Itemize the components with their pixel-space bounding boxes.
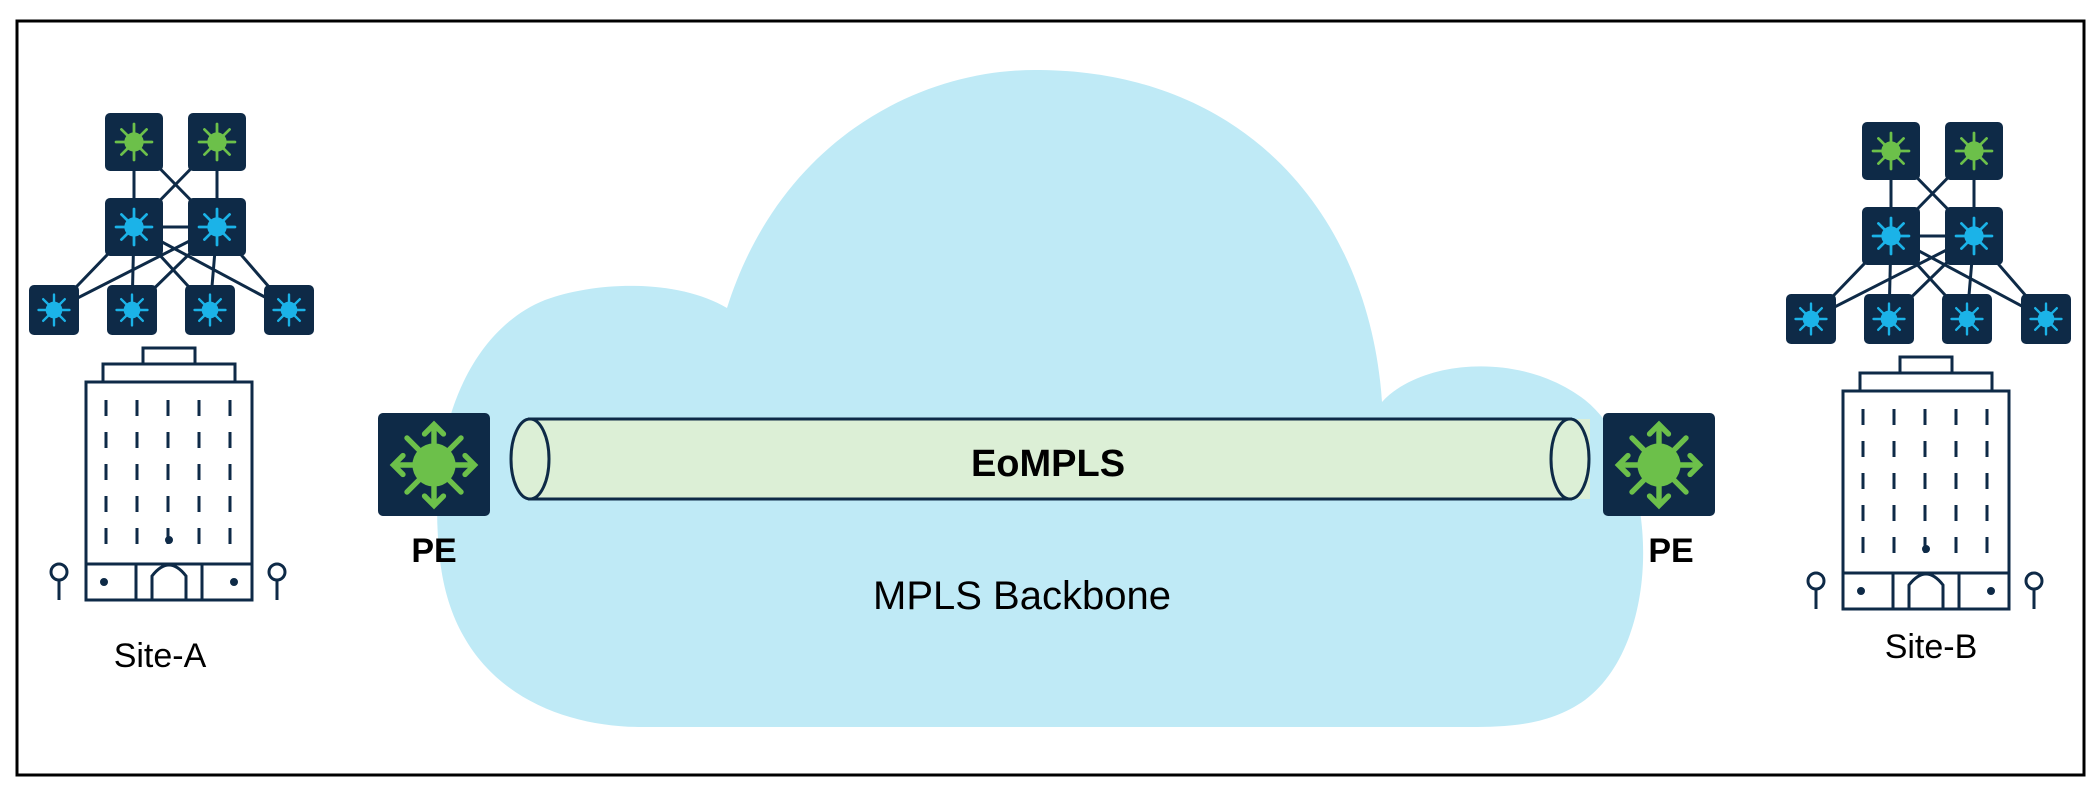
access-switch [1864, 294, 1914, 344]
router-icon [1619, 425, 1700, 506]
pe-router-right [1603, 413, 1715, 516]
location-pin-icon [1806, 571, 1826, 609]
spine-switch [1862, 122, 1920, 180]
switch-icon [115, 293, 149, 327]
router-icon [1954, 131, 1994, 171]
building-icon [1841, 355, 2011, 611]
switch-icon [193, 293, 227, 327]
switch-icon [1871, 216, 1911, 256]
access-switch [264, 285, 314, 335]
site-b [1786, 122, 2071, 611]
tunnel-label: EoMPLS [971, 443, 1125, 485]
access-switch [185, 285, 235, 335]
eompls-tunnel [509, 417, 1591, 501]
access-switch [29, 285, 79, 335]
switch-icon [197, 207, 237, 247]
switch-icon [272, 293, 306, 327]
cloud-label: MPLS Backbone [873, 574, 1171, 618]
router-icon [394, 425, 475, 506]
access-switch [1942, 294, 1992, 344]
location-pin-icon [267, 562, 287, 600]
switch-icon [114, 207, 154, 247]
site-a-label: Site-A [114, 637, 207, 675]
switch-icon [1950, 302, 1984, 336]
access-switch [1786, 294, 1836, 344]
switch-icon [1794, 302, 1828, 336]
switch-icon [37, 293, 71, 327]
aggregation-switch [105, 198, 163, 256]
pe-router-left [378, 413, 490, 516]
location-pin-icon [2024, 571, 2044, 609]
tunnel-right-end [1549, 417, 1591, 501]
site-a [29, 113, 314, 602]
router-icon [197, 122, 237, 162]
pe-left-label: PE [411, 532, 456, 570]
spine-switch [105, 113, 163, 171]
aggregation-switch [1945, 207, 2003, 265]
switch-icon [1872, 302, 1906, 336]
location-pin-icon [49, 562, 69, 600]
spine-switch [188, 113, 246, 171]
access-switch [107, 285, 157, 335]
aggregation-switch [1862, 207, 1920, 265]
building-icon [84, 346, 254, 602]
switch-icon [2029, 302, 2063, 336]
aggregation-switch [188, 198, 246, 256]
switch-icon [1954, 216, 1994, 256]
router-icon [1871, 131, 1911, 171]
spine-switch [1945, 122, 2003, 180]
router-icon [114, 122, 154, 162]
access-switch [2021, 294, 2071, 344]
mpls-backbone-cloud [437, 69, 1644, 728]
site-b-label: Site-B [1885, 628, 1978, 666]
tunnel-left-end [509, 417, 551, 501]
pe-right-label: PE [1648, 532, 1693, 570]
